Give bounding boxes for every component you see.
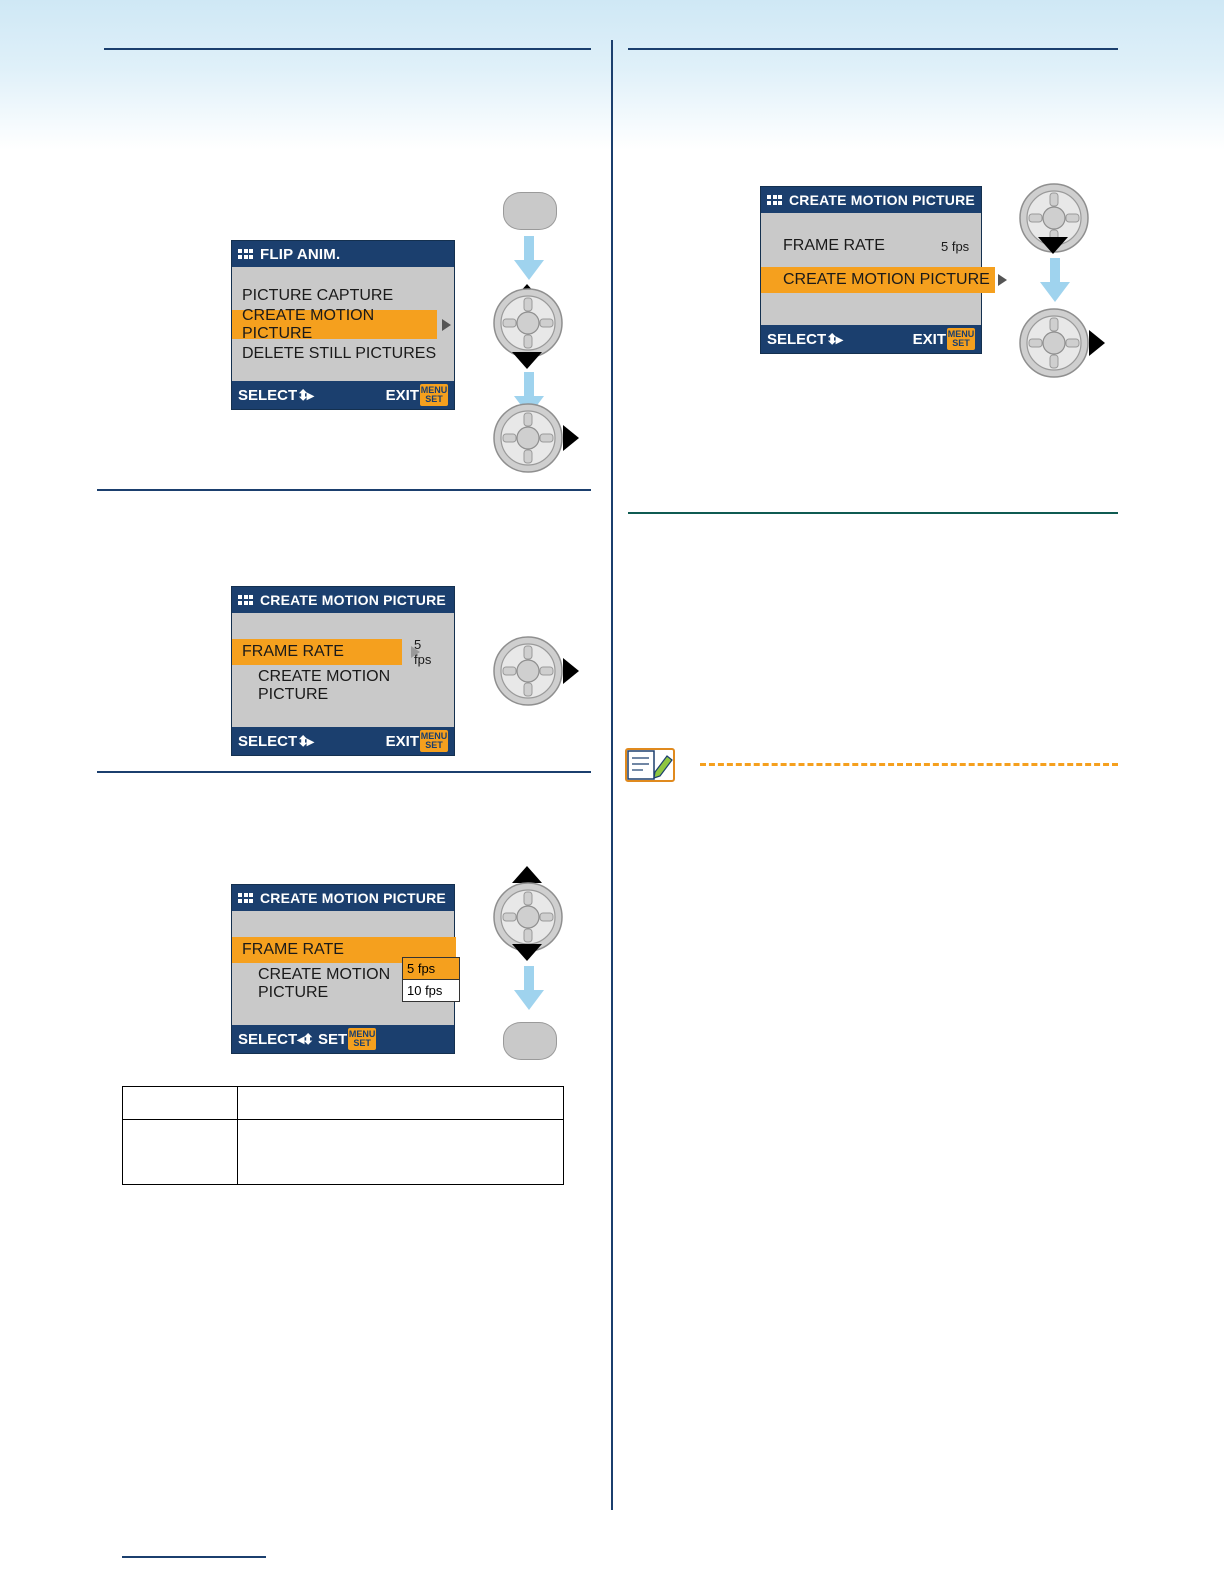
menu-item-create-motion-picture[interactable]: CREATE MOTION PICTURE [232,307,451,342]
menu-item-label: DELETE STILL PICTURES [242,344,437,362]
lcd-title: CREATE MOTION PICTURE [789,192,975,208]
table-cell [122,1086,238,1120]
foot-exit: EXIT MENU SET [385,384,448,406]
lcd-title: CREATE MOTION PICTURE [260,592,446,608]
table-cell [122,1119,238,1185]
frame-rate-dropdown[interactable]: 5 fps 10 fps [402,957,460,1002]
left-up-down-arrow-icon: ◂⬍ [297,1030,314,1047]
shutter-button[interactable] [503,192,557,230]
menu-item-label: CREATE MOTION PICTURE [258,966,391,1001]
lcd-title-bar: CREATE MOTION PICTURE [232,885,454,911]
section-rule-right-1 [628,512,1118,514]
menu-item-frame-rate[interactable]: FRAME RATE 5 fps [761,233,981,259]
chevron-right-icon [442,318,451,331]
menu-item-create-motion-picture[interactable]: CREATE MOTION PICTURE [232,668,454,703]
menu-set-badge: MENU SET [420,384,448,406]
menu-item-label: FRAME RATE [783,237,885,254]
menu-grid-icon [238,892,253,904]
menu-item-label: PICTURE CAPTURE [242,286,394,304]
lcd-screen-create-motion-right: CREATE MOTION PICTURE FRAME RATE 5 fps C… [760,186,1007,354]
lcd-screen-create-motion-2: CREATE MOTION PICTURE FRAME RATE CREATE … [231,884,460,1054]
menu-item-label: CREATE MOTION PICTURE [783,271,990,288]
menu-set-badge: MENU SET [348,1028,377,1050]
table-row [122,1086,564,1120]
menu-grid-icon [238,248,253,260]
menu-item-frame-rate[interactable]: FRAME RATE 5 fps [232,637,431,667]
menu-item-delete-still-pictures[interactable]: DELETE STILL PICTURES [232,339,454,368]
lcd-menu-list: FRAME RATE CREATE MOTION PICTURE 5 fps 1… [232,937,460,1051]
cursor-button-5[interactable] [1019,183,1089,253]
lcd-title: FLIP ANIM. [260,245,341,263]
footer-rule-left [122,1556,266,1558]
down-triangle-icon-2 [512,944,542,961]
menu-item-label: FRAME RATE [242,941,344,958]
table-cell [237,1086,564,1120]
lcd-menu-list: FRAME RATE 5 fps CREATE MOTION PICTURE [761,233,1007,345]
chevron-right-icon [998,274,1007,286]
down-triangle-icon-1 [512,352,542,369]
menu-set-badge: MENU SET [947,328,975,350]
table-row [122,1119,564,1185]
menu-item-frame-rate[interactable]: FRAME RATE [232,937,456,963]
lcd-foot-bar: SELECT⬍▸ EXIT MENU SET [232,727,454,755]
frame-rate-value: 5 fps [414,637,432,667]
foot-exit: EXIT MENU SET [912,328,975,350]
down-triangle-icon-3 [1038,237,1068,254]
menu-item-create-motion-picture[interactable]: CREATE MOTION PICTURE [761,267,1007,293]
foot-exit: EXIT MENU SET [385,730,448,752]
up-down-arrow-icon: ⬍▸ [297,386,314,403]
lcd-menu-list: PICTURE CAPTURE CREATE MOTION PICTURE DE… [232,281,454,395]
lcd-title-bar: CREATE MOTION PICTURE [232,587,454,613]
foot-select: SELECT⬍▸ [767,330,843,348]
lcd-screen-flip-anim: FLIP ANIM. PICTURE CAPTURE CREATE MOTION… [231,240,455,410]
spec-table [122,1086,564,1185]
cursor-button-1[interactable] [493,288,563,358]
lcd-foot-bar: SELECT⬍▸ EXIT MENU SET [232,381,454,409]
menu-item-picture-capture[interactable]: PICTURE CAPTURE [232,281,454,310]
note-dashed-rule [700,763,1118,766]
frame-rate-value: 5 fps [941,238,970,254]
section-rule-left-1 [97,489,591,491]
foot-select: SELECT⬍▸ [238,386,314,404]
menu-grid-icon [767,194,782,206]
chevron-right-icon [411,646,420,658]
menu-item-label: CREATE MOTION PICTURE [258,668,391,703]
dropdown-option-selected[interactable]: 5 fps [403,958,459,980]
up-triangle-icon-2 [512,866,542,883]
right-triangle-icon-3 [1089,330,1105,356]
table-cell [237,1119,564,1185]
right-triangle-icon-2 [563,658,579,684]
cursor-button-2[interactable] [493,403,563,473]
foot-select: SELECT⬍▸ [238,732,314,750]
menu-item-create-motion-picture[interactable]: CREATE MOTION PICTURE [232,966,454,1001]
header-rule-left [104,48,591,50]
header-rule-right [628,48,1118,50]
menu-item-label: FRAME RATE [242,643,344,660]
dropdown-option[interactable]: 10 fps [403,980,459,1001]
menu-item-label: CREATE MOTION PICTURE [242,306,375,342]
menu-set-badge: MENU SET [420,730,448,752]
lcd-title-bar: FLIP ANIM. [232,241,454,267]
lcd-screen-create-motion-1: CREATE MOTION PICTURE FRAME RATE 5 fps C… [231,586,455,756]
up-down-arrow-icon: ⬍▸ [826,330,843,347]
down-arrow-blue-1 [512,236,546,285]
menu-grid-icon [238,594,253,606]
down-arrow-blue-4 [1038,258,1072,307]
menu-set-button[interactable] [503,1022,557,1060]
lcd-foot-bar: SELECT⬍▸ EXIT MENU SET [761,325,981,353]
cursor-button-3[interactable] [493,636,563,706]
lcd-foot-bar: SELECT◂⬍ SET MENU SET [232,1025,454,1053]
lcd-menu-list: FRAME RATE 5 fps CREATE MOTION PICTURE [232,637,454,753]
column-divider [611,40,613,1510]
section-rule-left-2 [97,771,591,773]
up-down-arrow-icon: ⬍▸ [297,732,314,749]
lcd-title: CREATE MOTION PICTURE [260,890,446,906]
foot-select: SELECT◂⬍ SET MENU SET [238,1028,377,1050]
note-icon [625,748,675,782]
lcd-title-bar: CREATE MOTION PICTURE [761,187,981,213]
cursor-button-6[interactable] [1019,308,1089,378]
down-arrow-blue-3 [512,966,546,1015]
right-triangle-icon-1 [563,425,579,451]
cursor-button-4[interactable] [493,882,563,952]
